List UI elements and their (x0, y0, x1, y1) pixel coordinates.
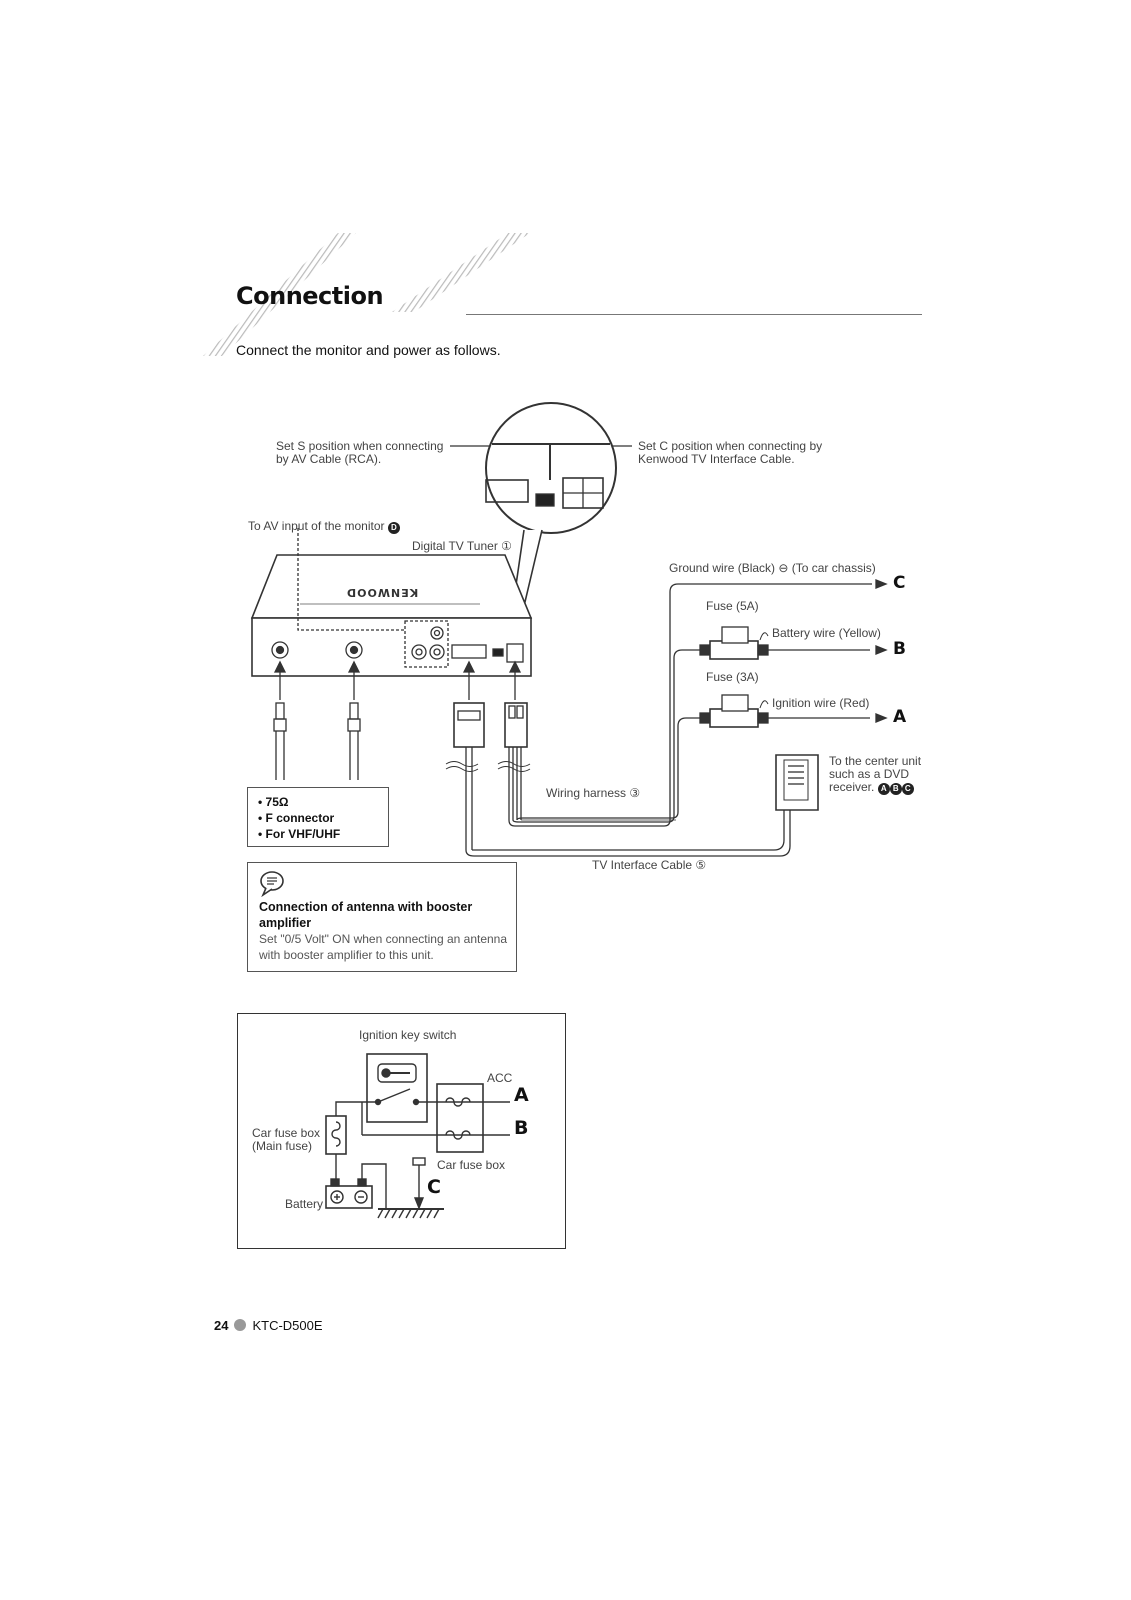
page-footer: 24 KTC-D500E (214, 1318, 323, 1333)
note-box: Connection of antenna with booster ampli… (247, 862, 517, 972)
page-number: 24 (214, 1318, 229, 1333)
av-input-text: To AV input of the monitor (248, 519, 385, 533)
ignition-key-switch-label: Ignition key switch (359, 1028, 457, 1042)
main-fuse-label-line1: Car fuse box (252, 1126, 321, 1140)
speech-bubble-icon (260, 871, 284, 897)
battery-symbol (325, 1185, 373, 1209)
title-rule (466, 314, 922, 315)
center-unit-line1: To the center unit (829, 754, 922, 768)
wiring-schematic: Ignition key switch ACC A B C Car fuse b… (237, 1013, 566, 1249)
ignition-wire-label: Ignition wire (Red) (772, 696, 870, 710)
magnified-connector-left (485, 479, 529, 503)
switch-c-note-line2: Kenwood TV Interface Cable. (638, 452, 795, 466)
ignition-switch-box (366, 1053, 428, 1123)
page-title: Connection (236, 282, 384, 310)
switch-s-note-line1: Set S position when connecting (276, 439, 444, 453)
badge-b: B (889, 783, 902, 795)
brand-logo: KENWOOD (346, 586, 419, 599)
wiring-letter-c: C (427, 1176, 441, 1198)
tuner-label: Digital TV Tuner ① (412, 539, 512, 553)
note-body: Set "0/5 Volt" ON when connecting an ant… (259, 932, 508, 962)
car-fuse-box (436, 1083, 484, 1153)
spec-impedance: 75Ω (258, 794, 388, 810)
tuner-front (251, 617, 532, 677)
tv-interface-cable-label: TV Interface Cable ⑤ (592, 858, 707, 872)
spec-connector: F connector (258, 810, 388, 826)
badge-d: D (387, 522, 400, 534)
fuse-3a-label: Fuse (3A) (706, 670, 759, 684)
wiring-letter-b: B (514, 1117, 529, 1139)
antenna-spec-box: 75Ω F connector For VHF/UHF (247, 787, 389, 847)
battery-label: Battery (285, 1197, 324, 1211)
av-input-label: To AV input of the monitor D (248, 520, 400, 534)
switch-c-note-line1: Set C position when connecting by (638, 439, 823, 453)
center-unit-line3-text: receiver. (829, 780, 875, 794)
note-title: Connection of antenna with booster ampli… (259, 900, 473, 930)
intro-text: Connect the monitor and power as follows… (236, 342, 501, 358)
antenna-spec-list: 75Ω F connector For VHF/UHF (258, 794, 388, 842)
letter-c: C (893, 573, 906, 593)
car-fuse-box-label: Car fuse box (437, 1158, 506, 1172)
letter-a: A (893, 707, 907, 727)
letter-b: B (893, 639, 906, 659)
fuse-5a-label: Fuse (5A) (706, 599, 759, 613)
switch-s-note-line2: by AV Cable (RCA). (276, 452, 382, 466)
spec-band: For VHF/UHF (258, 826, 388, 842)
main-fuse-label-line2: (Main fuse) (252, 1139, 313, 1153)
magnified-switch (535, 493, 555, 507)
wiring-schematic-drawing (325, 1053, 510, 1219)
footer-dot-icon (234, 1319, 247, 1331)
wiring-letter-a: A (514, 1084, 529, 1106)
badge-c: C (901, 783, 914, 795)
wiring-harness-label: Wiring harness ③ (546, 786, 641, 800)
center-unit-line2: such as a DVD (829, 767, 910, 781)
battery-wire-label: Battery wire (Yellow) (772, 626, 881, 640)
model-number: KTC-D500E (252, 1318, 323, 1333)
ground-wire-label: Ground wire (Black) ⊖ (To car chassis) (669, 561, 876, 575)
acc-label: ACC (487, 1071, 513, 1085)
badge-a: A (877, 783, 890, 795)
